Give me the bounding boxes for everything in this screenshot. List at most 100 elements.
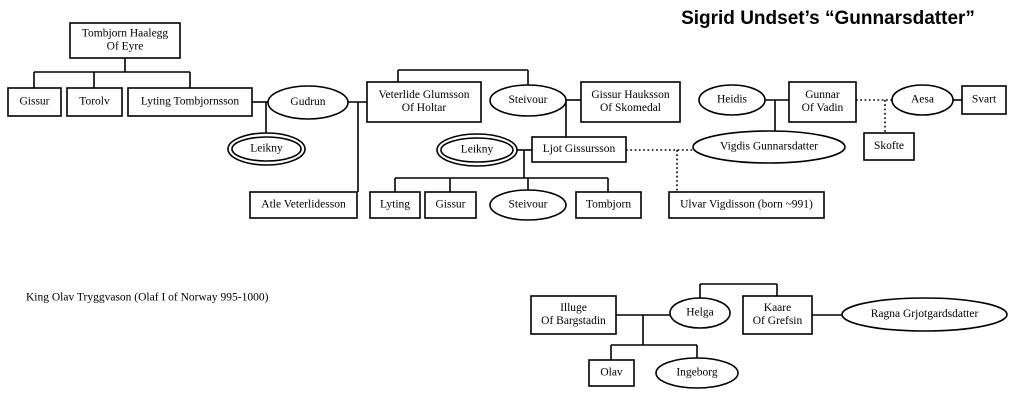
node-label: Lyting Tombjornsson [141, 96, 240, 108]
node-label: Tombjorn [586, 199, 631, 211]
node-steivour-1[interactable]: Steivour [489, 84, 567, 117]
node-shape-box [366, 81, 482, 123]
node-shape-box [7, 87, 62, 117]
node-label: Ulvar Vigdisson (born ~991) [680, 199, 813, 211]
node-label: Skofte [874, 140, 904, 152]
node-shape-ellipse-inner [440, 137, 514, 163]
node-label: Tombjorn Haalegg [82, 28, 169, 40]
node-shape-box [580, 81, 681, 123]
node-label: Svart [972, 94, 997, 106]
node-shape-ellipse [436, 133, 518, 167]
node-label: Of Holtar [402, 102, 447, 114]
node-shape-box [127, 87, 253, 117]
note-layer: King Olav Tryggvason (Olaf I of Norway 9… [26, 292, 269, 304]
node-label: Kaare [764, 302, 791, 314]
node-label: Gudrun [290, 96, 325, 108]
node-skofte[interactable]: Skofte [863, 132, 915, 161]
node-gissur-1[interactable]: Gissur [7, 87, 62, 117]
node-shape-ellipse [669, 297, 731, 329]
node-label: Lyting [380, 199, 410, 211]
node-shape-box [530, 295, 617, 335]
node-shape-ellipse [489, 189, 567, 221]
node-label: Ljot Gissursson [543, 143, 616, 155]
node-label: Illuge [560, 302, 587, 314]
node-vigdis-gunnarsdatter[interactable]: Vigdis Gunnarsdatter [692, 130, 846, 164]
node-label: Gunnar [805, 89, 840, 101]
node-label: Heidis [717, 94, 748, 106]
node-label: Steivour [509, 199, 548, 211]
node-shape-ellipse [698, 84, 766, 116]
note-king-olav: King Olav Tryggvason (Olaf I of Norway 9… [26, 292, 269, 304]
node-atle-veterlidesson[interactable]: Atle Veterlidesson [249, 191, 358, 219]
node-ragna-grjotgardsdatter[interactable]: Ragna Grjotgardsdatter [841, 297, 1008, 332]
edge-layer [33, 58, 962, 360]
node-shape-box [66, 87, 123, 117]
node-gudrun[interactable]: Gudrun [267, 85, 349, 120]
node-leikny-2[interactable]: Leikny [436, 133, 518, 167]
node-shape-ellipse [655, 357, 739, 389]
node-label: Of Skomedal [600, 102, 661, 114]
node-label: Veterlide Glumsson [378, 89, 469, 101]
node-torolv[interactable]: Torolv [66, 87, 123, 117]
node-ingeborg[interactable]: Ingeborg [655, 357, 739, 389]
node-shape-ellipse-inner [231, 136, 302, 162]
node-shape-box [424, 191, 477, 219]
node-shape-box [588, 359, 635, 387]
node-label: Of Eyre [107, 41, 144, 53]
node-label: Ragna Grjotgardsdatter [871, 308, 979, 320]
node-ljot-gissursson[interactable]: Ljot Gissursson [531, 136, 627, 163]
node-olav[interactable]: Olav [588, 359, 635, 387]
node-label: Vigdis Gunnarsdatter [720, 141, 818, 153]
node-shape-ellipse [227, 132, 306, 166]
node-shape-box [369, 191, 421, 219]
node-steivour-2[interactable]: Steivour [489, 189, 567, 221]
node-leikny-1[interactable]: Leikny [227, 132, 306, 166]
node-label: Olav [600, 367, 623, 379]
node-shape-box [531, 136, 627, 163]
node-ulvar-vigdisson[interactable]: Ulvar Vigdisson (born ~991) [668, 191, 825, 219]
node-shape-box [961, 85, 1007, 115]
node-shape-box [742, 295, 813, 335]
node-helga[interactable]: Helga [669, 297, 731, 329]
node-label: Gissur [435, 199, 465, 211]
node-label: Atle Veterlidesson [261, 199, 346, 211]
node-label: Ingeborg [676, 367, 718, 379]
node-svart[interactable]: Svart [961, 85, 1007, 115]
node-label: Helga [686, 307, 713, 319]
node-label: Of Vadin [802, 102, 844, 114]
diagram-title-text: Sigrid Undset’s “Gunnarsdatter” [681, 8, 975, 29]
node-shape-ellipse [891, 84, 954, 116]
node-shape-box [788, 81, 857, 123]
node-aesa[interactable]: Aesa [891, 84, 954, 116]
node-label: Gissur [19, 96, 49, 108]
diagram-title: Sigrid Undset’s “Gunnarsdatter” [681, 8, 975, 29]
node-tombjorn-2[interactable]: Tombjorn [575, 191, 642, 219]
node-shape-box [863, 132, 915, 161]
node-gissur-2[interactable]: Gissur [424, 191, 477, 219]
node-shape-ellipse [489, 84, 567, 117]
node-shape-ellipse [267, 85, 349, 120]
node-lyting-2[interactable]: Lyting [369, 191, 421, 219]
node-shape-box [668, 191, 825, 219]
node-shape-ellipse [692, 130, 846, 164]
node-label: Leikny [250, 143, 283, 155]
node-shape-box [249, 191, 358, 219]
node-label: Of Bargstadin [541, 315, 606, 327]
node-shape-box [575, 191, 642, 219]
node-label: Aesa [911, 94, 934, 106]
node-label: Of Grefsin [753, 315, 803, 327]
node-lyting-tombjornsson[interactable]: Lyting Tombjornsson [127, 87, 253, 117]
node-label: Steivour [509, 94, 548, 106]
node-shape-ellipse [841, 297, 1008, 332]
node-heidis[interactable]: Heidis [698, 84, 766, 116]
node-shape-box [69, 22, 181, 59]
